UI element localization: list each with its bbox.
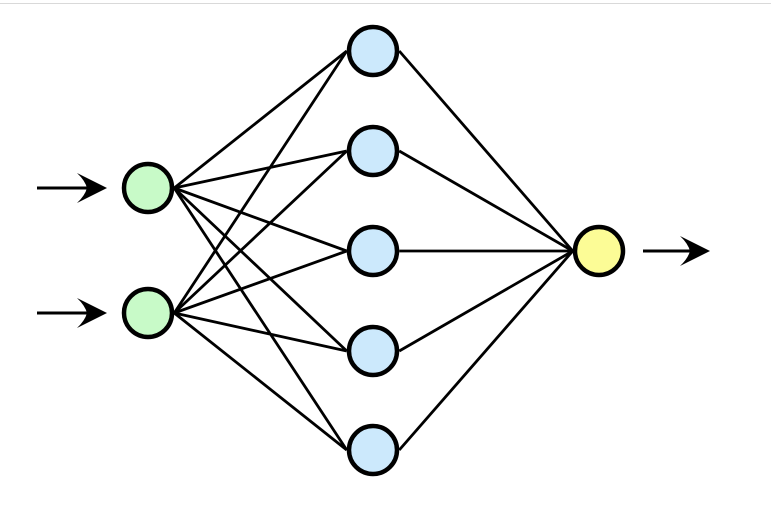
- hidden-node-1: [346, 24, 400, 78]
- input-node-1: [121, 161, 175, 215]
- connection-line: [398, 149, 574, 253]
- connection-line: [173, 187, 348, 451]
- arrow-head-icon: [77, 298, 107, 328]
- connection-line: [173, 186, 348, 253]
- connection-line: [173, 186, 348, 353]
- connection-line: [398, 250, 574, 451]
- connection-line: [173, 49, 348, 190]
- connection-line: [173, 149, 348, 315]
- output-arrow: [643, 236, 710, 266]
- hidden-node-5: [346, 423, 400, 477]
- hidden-node-3: [346, 224, 400, 278]
- output-node-1: [572, 224, 626, 278]
- hidden-node-4: [346, 324, 400, 378]
- input-node-2: [121, 286, 175, 340]
- connection-line: [173, 311, 348, 353]
- connection-line: [173, 311, 348, 452]
- hidden-node-2: [346, 124, 400, 178]
- input-arrow-1: [37, 173, 107, 203]
- connection-line: [173, 50, 348, 314]
- arrow-head-icon: [77, 173, 107, 203]
- arrow-head-icon: [680, 236, 710, 266]
- connection-line: [398, 50, 574, 252]
- connection-line: [173, 149, 348, 190]
- connection-line: [398, 249, 574, 353]
- top-border-line: [0, 3, 771, 5]
- input-arrow-2: [37, 298, 107, 328]
- connection-line: [173, 249, 348, 315]
